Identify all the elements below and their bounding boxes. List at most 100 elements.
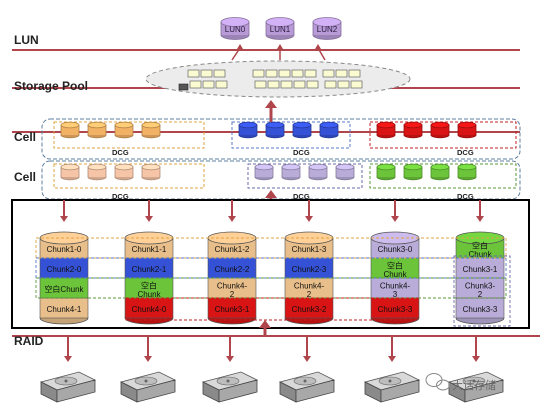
disk-cylinder [114, 121, 134, 139]
disk-cylinder [457, 121, 477, 139]
chunk-group-frame [125, 297, 419, 321]
disk-cylinder [254, 163, 274, 181]
dcg-down-arrow [60, 200, 68, 222]
disk-cylinder [281, 163, 301, 181]
chunk-label: Chunk4-2 [217, 281, 248, 298]
hard-disk-icon [363, 371, 421, 403]
raid-up-arrow [259, 320, 271, 336]
level-label-cell-top: Cell [14, 130, 36, 144]
lun-cylinder: LUN1 [265, 17, 295, 40]
dcg-down-arrow [476, 200, 484, 222]
pool-chunk-block [306, 80, 319, 89]
dcg-down-arrow [391, 200, 399, 222]
disk-cylinder [403, 121, 423, 139]
pool-chunk-block [187, 69, 200, 78]
hard-disk-icon [278, 371, 336, 403]
pool-chunk-block [304, 69, 317, 78]
raid-down-arrow [388, 336, 396, 362]
lun-label: LUN2 [317, 25, 338, 34]
chunk-label: Chunk4-0 [132, 305, 167, 314]
lun-cylinder: LUN0 [220, 17, 250, 40]
chunk-label: Chunk1-0 [47, 245, 82, 254]
disk-cylinder [292, 121, 312, 139]
disk-cylinder [376, 121, 396, 139]
disk-cylinder [265, 121, 285, 139]
raid-down-arrow [303, 336, 311, 362]
cell-row-bottom: DCG DCG DCG [41, 160, 521, 211]
disk-cylinder [376, 163, 396, 181]
dcg-down-arrow [145, 200, 153, 222]
pool-chunk-block [291, 69, 304, 78]
chunk-label: Chunk4-1 [47, 305, 82, 314]
chunk-label: Chunk3-3 [378, 305, 413, 314]
disk-cylinder [141, 121, 161, 139]
pool-chunk-block [348, 69, 361, 78]
pool-chunk-block [213, 69, 226, 78]
pool-chunk-block [265, 69, 278, 78]
raid-down-arrow [144, 336, 152, 362]
disk-cylinder [335, 163, 355, 181]
hard-disk-icon [119, 371, 177, 403]
watermark: 大话存储 [425, 373, 496, 392]
dcg-group-frame [247, 163, 363, 189]
disk-cylinder [308, 163, 328, 181]
chunk-label: Chunk2-0 [47, 265, 82, 274]
storage-pool [145, 60, 411, 122]
level-label-cell-bottom: Cell [14, 170, 36, 184]
pool-up-arrow [265, 100, 277, 122]
hard-disk-icon [201, 371, 259, 403]
pool-chunk-block [189, 80, 202, 89]
chunk-label: 空白Chunk [44, 284, 84, 294]
chunk-label: Chunk3-2 [292, 305, 327, 314]
lun-row: LUN0 LUN1 LUN2 [220, 17, 342, 61]
dcg-tag: DCG [112, 192, 129, 201]
chunk-group-frame [453, 255, 511, 327]
level-label-raid: RAID [14, 334, 44, 348]
cell-frame [41, 118, 521, 160]
dcg-frame [11, 199, 530, 329]
disk-cylinder [141, 163, 161, 181]
pool-chunk-block [254, 80, 267, 89]
lun-cylinder: LUN2 [312, 17, 342, 40]
pool-chunk-block [215, 80, 228, 89]
dcg-tag: DCG [457, 192, 474, 201]
dcg-box: Chunk1-0Chunk2-0空白ChunkChunk4-1Chunk1-1C… [11, 199, 530, 336]
disk-cylinder [238, 121, 258, 139]
chunk-label: Chunk4-3 [380, 281, 411, 298]
dcg-tag: DCG [293, 192, 310, 201]
disk-cylinder [87, 163, 107, 181]
raid-down-arrow [64, 336, 72, 362]
lun-arrow [315, 44, 326, 61]
lun-arrow [231, 44, 243, 61]
pool-chunk-block [350, 80, 363, 89]
chunk-label: Chunk2-2 [215, 265, 250, 274]
pool-chunk-block [200, 69, 213, 78]
raid-down-arrow [472, 336, 480, 362]
disk-cylinder [403, 163, 423, 181]
wechat-icon [425, 373, 450, 391]
pool-chunk-block [252, 69, 265, 78]
level-label-storage-pool: Storage Pool [14, 79, 88, 93]
dcg-down-arrow [228, 200, 236, 222]
pool-chunk-block [337, 80, 350, 89]
level-label-lun: LUN [14, 33, 39, 47]
raid-down-arrow [226, 336, 234, 362]
pool-chunk-block [322, 69, 335, 78]
dcg-group-frame [53, 121, 205, 149]
disk-cylinder [457, 163, 477, 181]
pool-chunk-block [280, 80, 293, 89]
lun-arrow [277, 44, 283, 60]
disk-cylinder [60, 121, 80, 139]
dcg-group-frame [231, 121, 351, 149]
lun-label: LUN1 [270, 25, 291, 34]
chunk-label: Chunk3-3 [463, 305, 498, 314]
chunk-label: Chunk3-1 [215, 305, 250, 314]
watermark-text: 大话存储 [452, 378, 496, 392]
disk-cylinder [319, 121, 339, 139]
dcg-tag: DCG [112, 148, 129, 157]
